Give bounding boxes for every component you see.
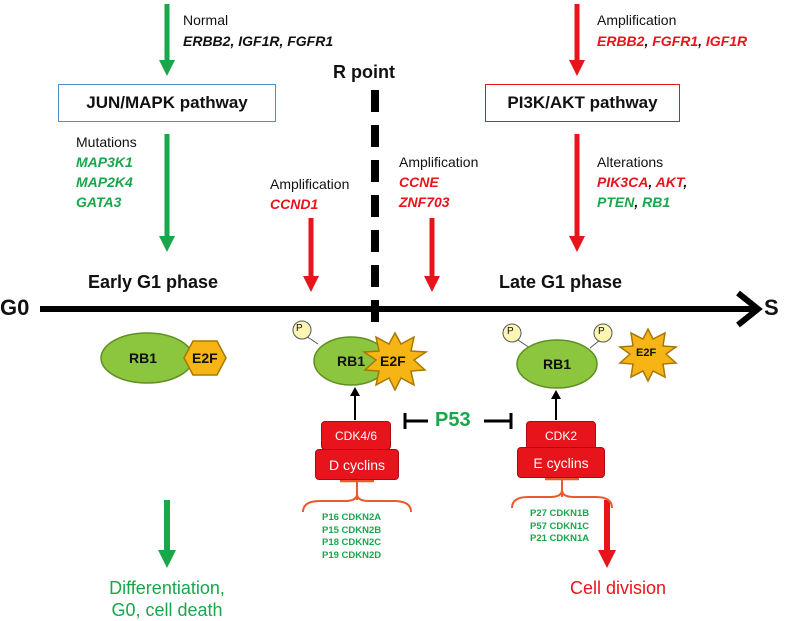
amplification-ccne-label: Amplification: [399, 154, 479, 170]
gene-gata3: GATA3: [76, 194, 122, 210]
jun-mapk-pathway-box: JUN/MAPK pathway: [58, 84, 276, 122]
e-cyclins-label: E cyclins: [533, 454, 589, 471]
normal-label: Normal: [183, 12, 229, 28]
p53-inhibit-right: [484, 413, 513, 429]
inhibitor-p16: P16 CDKN2A: [322, 512, 382, 523]
rb1-late-label: RB1: [543, 356, 572, 372]
e-cyclins-box: E cyclins: [517, 447, 605, 478]
amplification-ccnd1-label: Amplification: [270, 176, 350, 192]
inhibitor-p18: P18 CDKN2C: [322, 537, 382, 548]
e2f-early-label: E2F: [192, 350, 218, 366]
green-arrow-normal: [159, 4, 175, 76]
alterations-label: Alterations: [597, 154, 664, 170]
gene-pik3ca: PIK3CA: [597, 174, 649, 190]
phospho-late-right: [593, 323, 613, 343]
inhibitor-brace-left: [302, 479, 412, 513]
cdk2-label: CDK2: [544, 428, 577, 443]
inhibitor-list-left: P16 CDKN2A P15 CDKN2B P18 CDKN2C P19 CDK…: [322, 512, 381, 562]
early-g1-phase-label: Early G1 phase: [88, 272, 219, 292]
cdk46-box: CDK4/6: [321, 421, 391, 450]
p53-inhibit-left: [403, 413, 428, 429]
e2f-late-label: E2F: [636, 347, 657, 359]
red-arrow-ccnd1: [303, 218, 319, 292]
alterations-line1: PIK3CA, AKT,: [597, 174, 688, 190]
d-cyclins-box: D cyclins: [315, 449, 399, 480]
pi3k-akt-pathway-label: PI3K/AKT pathway: [507, 93, 658, 112]
inhibitor-list-right: P27 CDKN1B P57 CDKN1C P21 CDKN1A: [530, 508, 589, 546]
jun-mapk-pathway-label: JUN/MAPK pathway: [86, 93, 248, 112]
mutations-label: Mutations: [76, 134, 137, 150]
gene-znf703: ZNF703: [399, 194, 450, 210]
inhibitor-brace-right: [511, 477, 613, 509]
rb1-mid-label: RB1: [337, 353, 366, 369]
g0-label: G0: [0, 295, 30, 320]
outcome-differentiation: Differentiation, G0, cell death: [109, 578, 225, 620]
green-arrow-mutations: [159, 134, 175, 252]
cdk2-box: CDK2: [526, 421, 596, 450]
gene-rb1: RB1: [642, 194, 671, 210]
inhibitor-p15: P15 CDKN2B: [322, 524, 382, 536]
outcome-cell-division: Cell division: [570, 578, 667, 598]
red-arrow-amplification-top: [569, 4, 585, 76]
e2f-mid-star: [361, 331, 429, 392]
gene-fgfr1: FGFR1: [652, 33, 699, 49]
gene-ccne: CCNE: [399, 174, 439, 190]
gene-map2k4: MAP2K4: [76, 174, 133, 190]
e2f-mid-label: E2F: [380, 353, 406, 369]
s-phase-label: S: [764, 295, 779, 320]
red-arrow-alterations: [569, 134, 585, 252]
r-point-label: R point: [333, 62, 395, 82]
phospho-late-left-label: P: [507, 326, 514, 337]
inhibitor-p57: P57 CDKN1C: [530, 520, 590, 532]
rb1-late-ellipse: [516, 339, 598, 389]
gene-pten: PTEN: [597, 194, 635, 210]
axis-arrowhead: [736, 290, 763, 328]
gene-map3k1: MAP3K1: [76, 154, 133, 170]
gene-ccnd1: CCND1: [270, 196, 319, 212]
amplification-top-label: Amplification: [597, 12, 677, 28]
inhibitor-p21: P21 CDKN1A: [530, 533, 590, 544]
normal-genes: ERBB2, IGF1R, FGFR1: [183, 33, 334, 49]
gene-akt: AKT: [655, 174, 684, 190]
alterations-line2: PTEN, RB1: [597, 194, 671, 210]
e2f-early-hexagon: [183, 340, 227, 376]
p53-label: P53: [435, 409, 471, 431]
rb1-early-label: RB1: [129, 350, 158, 366]
e2f-late-star: [617, 327, 679, 383]
green-arrow-differentiation: [158, 500, 176, 568]
phospho-mid-label: P: [296, 323, 303, 334]
amplification-top-genes: ERBB2, FGFR1, IGF1R: [597, 33, 748, 49]
cdk46-label: CDK4/6: [334, 428, 378, 443]
late-g1-phase-label: Late G1 phase: [499, 272, 623, 292]
phospho-late-left: [502, 323, 522, 343]
red-arrow-cell-division: [598, 500, 616, 568]
inhibitor-p19: P19 CDKN2D: [322, 549, 382, 561]
phospho-mid: [292, 320, 312, 340]
inhibitor-p27: P27 CDKN1B: [530, 508, 590, 519]
d-cyclins-label: D cyclins: [328, 456, 385, 473]
arrow-cdk2-to-rb1: [551, 390, 561, 420]
arrow-cdk46-to-rb1: [350, 387, 360, 420]
gene-igf1r: IGF1R: [705, 33, 748, 49]
gene-erbb2: ERBB2: [597, 33, 645, 49]
phospho-late-right-label: P: [598, 326, 605, 337]
pi3k-akt-pathway-box: PI3K/AKT pathway: [485, 84, 680, 122]
red-arrow-ccne: [424, 218, 440, 292]
